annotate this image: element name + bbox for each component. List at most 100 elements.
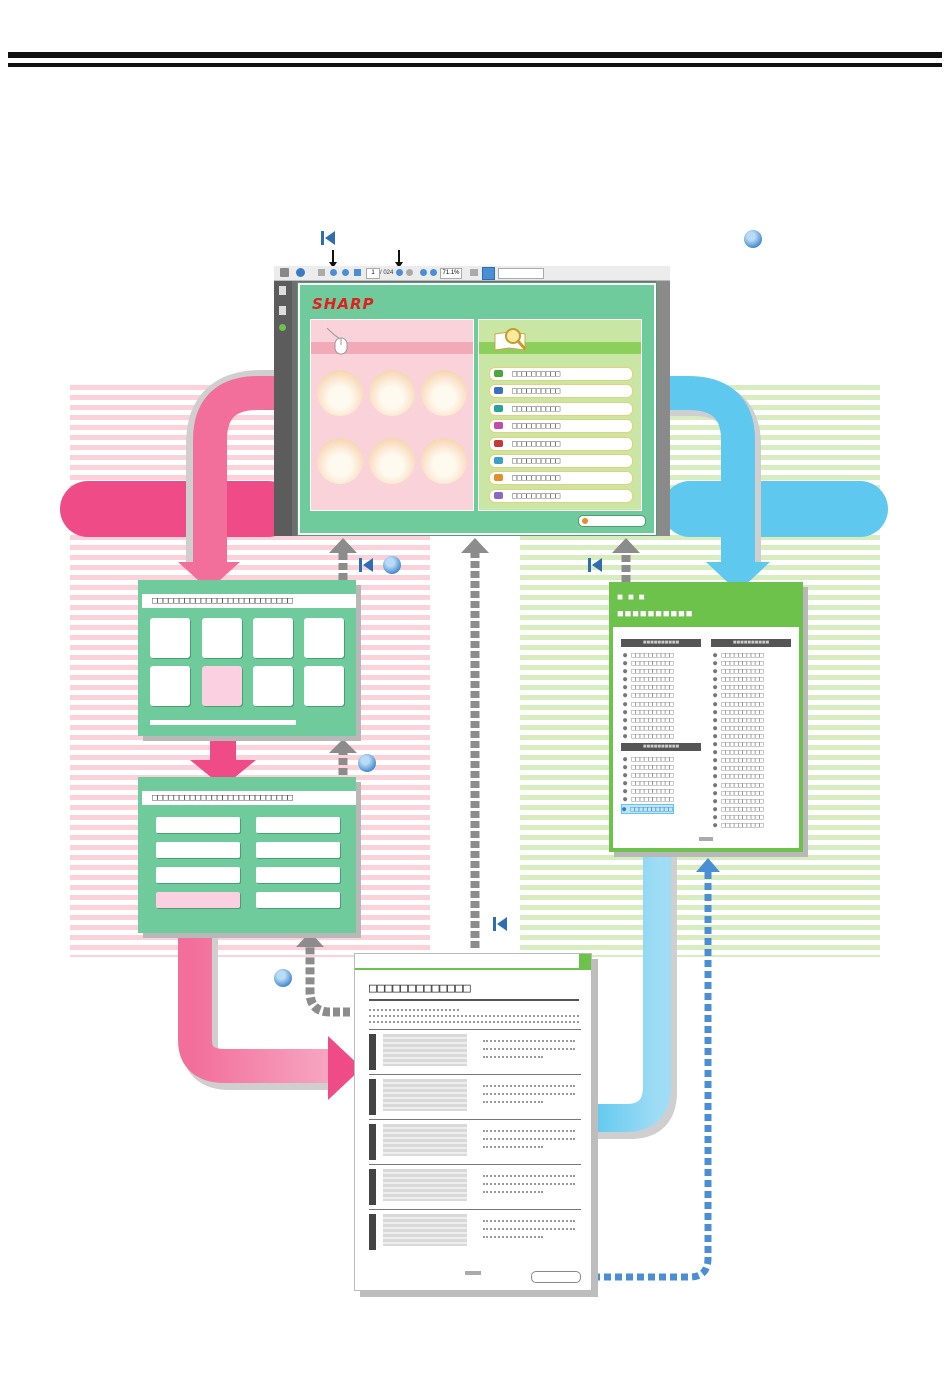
pink-pill-label [60,481,296,537]
menu-item-label: □□□□□□□□□□ [512,403,561,413]
category-tile-1[interactable] [150,618,190,658]
zoom-out-button[interactable] [420,269,427,276]
category-button-6[interactable] [421,438,467,484]
index-link-button[interactable] [531,1271,581,1283]
content-title-rule [369,999,579,1001]
menu-item-3[interactable]: □□□□□□□□□□ [489,401,633,416]
category-pane-header [311,342,473,354]
back-view-button[interactable] [396,269,403,276]
menu-pane: □□□□□□□□□□ □□□□□□□□□□ □□□□□□□□□□ □□□□□□□□□□… [478,319,642,511]
menu-item-6[interactable]: □□□□□□□□□□ [489,454,633,468]
menu-item-1[interactable]: □□□□□□□□□□ [489,367,633,381]
topic-button-2[interactable] [256,817,340,833]
first-page-icon [321,231,335,245]
viewer-page: SHARP □□□□□□□□□□□□□□□□□□□□□□□□□ [298,283,656,535]
page-nav-box[interactable] [578,515,646,527]
index-col1-header: ■■■■■■■■■■ [621,639,701,647]
user-icon[interactable] [296,268,305,277]
category-tile-3[interactable] [253,618,293,658]
bookmarks-panel-icon[interactable] [279,306,286,315]
menu-item-label: □□□□□□□□□□ [512,456,561,465]
category-button-4[interactable] [317,438,363,484]
top-rule-thin [8,63,942,67]
menu-item-icon [494,457,503,464]
content-section [369,1209,581,1250]
menu-item-label: □□□□□□□□□□ [512,473,561,483]
menu-item-icon [494,370,503,377]
category-tile-2[interactable] [202,618,242,658]
section-marker [369,1214,376,1250]
content-title: □□□□□□□□□□□□□ [369,981,471,996]
index-col2-list[interactable]: ● □□□□□□□□□□ ● □□□□□□□□□□ ● □□□□□□□□□□ ●… [713,651,764,829]
menu-item-icon [494,422,503,430]
category-tile-selected[interactable] [202,666,242,706]
section-text-line [483,1191,543,1193]
magnifier-book-icon [494,328,527,351]
menu-item-7[interactable]: □□□□□□□□□□ [489,471,633,486]
section-marker [369,1169,376,1205]
content-section [369,1074,581,1115]
content-intro-line-2 [369,1015,579,1017]
section-screenshot [383,1169,467,1201]
category-button-2[interactable] [369,370,415,416]
topic-button-4[interactable] [256,842,340,858]
attachments-panel-icon[interactable] [279,324,286,331]
find-input[interactable] [498,268,544,279]
menu-item-4[interactable]: □□□□□□□□□□ [489,419,633,434]
topic-button-1[interactable] [156,817,240,833]
category-tile-5[interactable] [150,666,190,706]
category-button-1[interactable] [317,370,363,416]
menu-item-8[interactable]: □□□□□□□□□□ [489,488,633,503]
section-text-line [483,1138,575,1140]
fit-page-button[interactable] [482,267,495,280]
topic-button-6[interactable] [256,867,340,883]
next-page-button[interactable] [342,269,349,276]
content-section [369,1164,581,1205]
section-marker [369,1079,376,1115]
viewer-window: 1 / 024 71.1% SHARP [274,266,670,536]
first-page-icon [493,917,507,931]
index-page: ■ ■ ■ ■■■■■■■■■■ ■■■■■■■■■■ ■■■■■■■■■■ ●… [609,582,803,852]
pages-panel-icon[interactable] [279,286,286,295]
last-page-button[interactable] [354,269,361,276]
section-text-line [483,1101,543,1103]
topic-button-selected[interactable] [156,892,240,908]
index-col1-list[interactable]: ● □□□□□□□□□□ ● □□□□□□□□□□ ● □□□□□□□□□□ ●… [623,651,674,740]
zoom-level-select[interactable]: 71.1% [440,268,462,279]
menu-item-5[interactable]: □□□□□□□□□□ [489,436,633,451]
topic-button-5[interactable] [156,867,240,883]
index-highlighted-item[interactable]: ● □□□□□□□□□□ [621,804,674,815]
category-button-5[interactable] [369,438,415,484]
viewer-scrollbar[interactable] [656,281,670,536]
category-button-3[interactable] [421,370,467,416]
forward-view-button[interactable] [406,269,413,276]
prev-page-button[interactable] [330,269,337,276]
section-text-line [483,1085,575,1087]
page-total: / 024 [380,270,394,276]
section-marker [369,1034,376,1070]
menu-item-icon [494,387,503,395]
index-col2-header: ■■■■■■■■■■ [711,639,791,647]
content-section [369,1029,581,1070]
topic-button-3[interactable] [156,842,240,858]
zoom-in-button[interactable] [430,269,437,276]
index-col1-list-2[interactable]: ● □□□□□□□□□□ ● □□□□□□□□□□ ● □□□□□□□□□□ ●… [623,755,674,804]
back-icon [744,230,762,248]
menu-item-icon [494,404,503,412]
first-page-button[interactable] [318,269,325,276]
menu-item-2[interactable]: □□□□□□□□□□ [489,384,633,399]
category-tile-4[interactable] [304,618,344,658]
section-text-line [483,1175,575,1177]
back-icon [358,754,376,772]
index-page-number [699,837,713,841]
category-page: □□□□□□□□□□□□□□□□□□□□□□□□□□ [138,580,356,736]
topic-button-8[interactable] [256,892,340,908]
category-tile-8[interactable] [304,666,344,706]
category-page-title: □□□□□□□□□□□□□□□□□□□□□□□□□□ [142,594,356,608]
category-tile-7[interactable] [253,666,293,706]
viewer-toolbar: 1 / 024 71.1% [274,266,670,281]
page-number-input[interactable]: 1 [366,268,380,279]
print-icon[interactable] [280,268,289,277]
menu-item-icon [494,474,503,482]
fit-width-button[interactable] [470,269,478,276]
